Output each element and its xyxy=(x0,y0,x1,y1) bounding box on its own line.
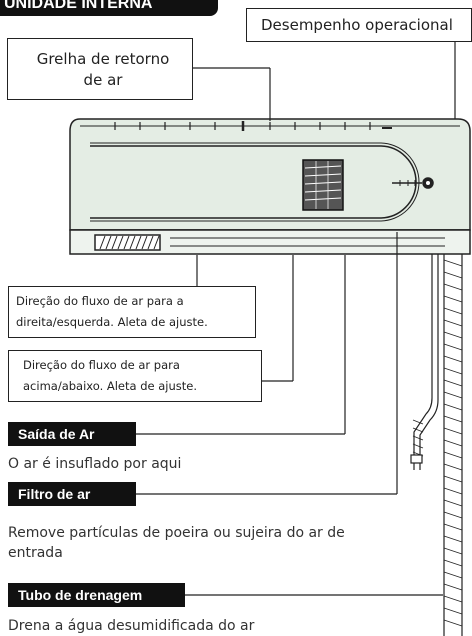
leader-lines xyxy=(136,41,456,596)
filtro-de-ar-title: Filtro de ar xyxy=(8,482,136,506)
fluxo-lateral-text: Direção do fluxo de ar para a direita/es… xyxy=(16,294,208,329)
saida-de-ar-title: Saída de Ar xyxy=(8,422,136,446)
grelha-label: Grelha de retorno de ar xyxy=(7,38,193,100)
fluxo-vertical-label: Direção do fluxo de ar para acima/abaixo… xyxy=(8,350,262,402)
tubo-de-drenagem-desc: Drena a água desumidificada do ar xyxy=(8,618,255,634)
saida-de-ar-desc: O ar é insuflado por aqui xyxy=(8,456,182,472)
indoor-unit xyxy=(69,118,471,255)
filtro-de-ar-desc: Remove partículas de poeira ou sujeira d… xyxy=(8,525,345,561)
desempenho-operacional-label: Desempenho operacional xyxy=(246,8,472,42)
tubo-de-drenagem-title: Tubo de drenagem xyxy=(8,583,185,607)
fluxo-lateral-label: Direção do fluxo de ar para a direita/es… xyxy=(8,286,256,338)
drain-hose xyxy=(410,254,463,636)
grelha-text: Grelha de retorno de ar xyxy=(36,50,170,89)
return-grille xyxy=(114,121,392,131)
section-title: UNIDADE INTERNA xyxy=(0,0,218,16)
desempenho-text: Desempenho operacional xyxy=(261,16,453,34)
fluxo-vertical-text: Direção do fluxo de ar para acima/abaixo… xyxy=(23,358,198,393)
